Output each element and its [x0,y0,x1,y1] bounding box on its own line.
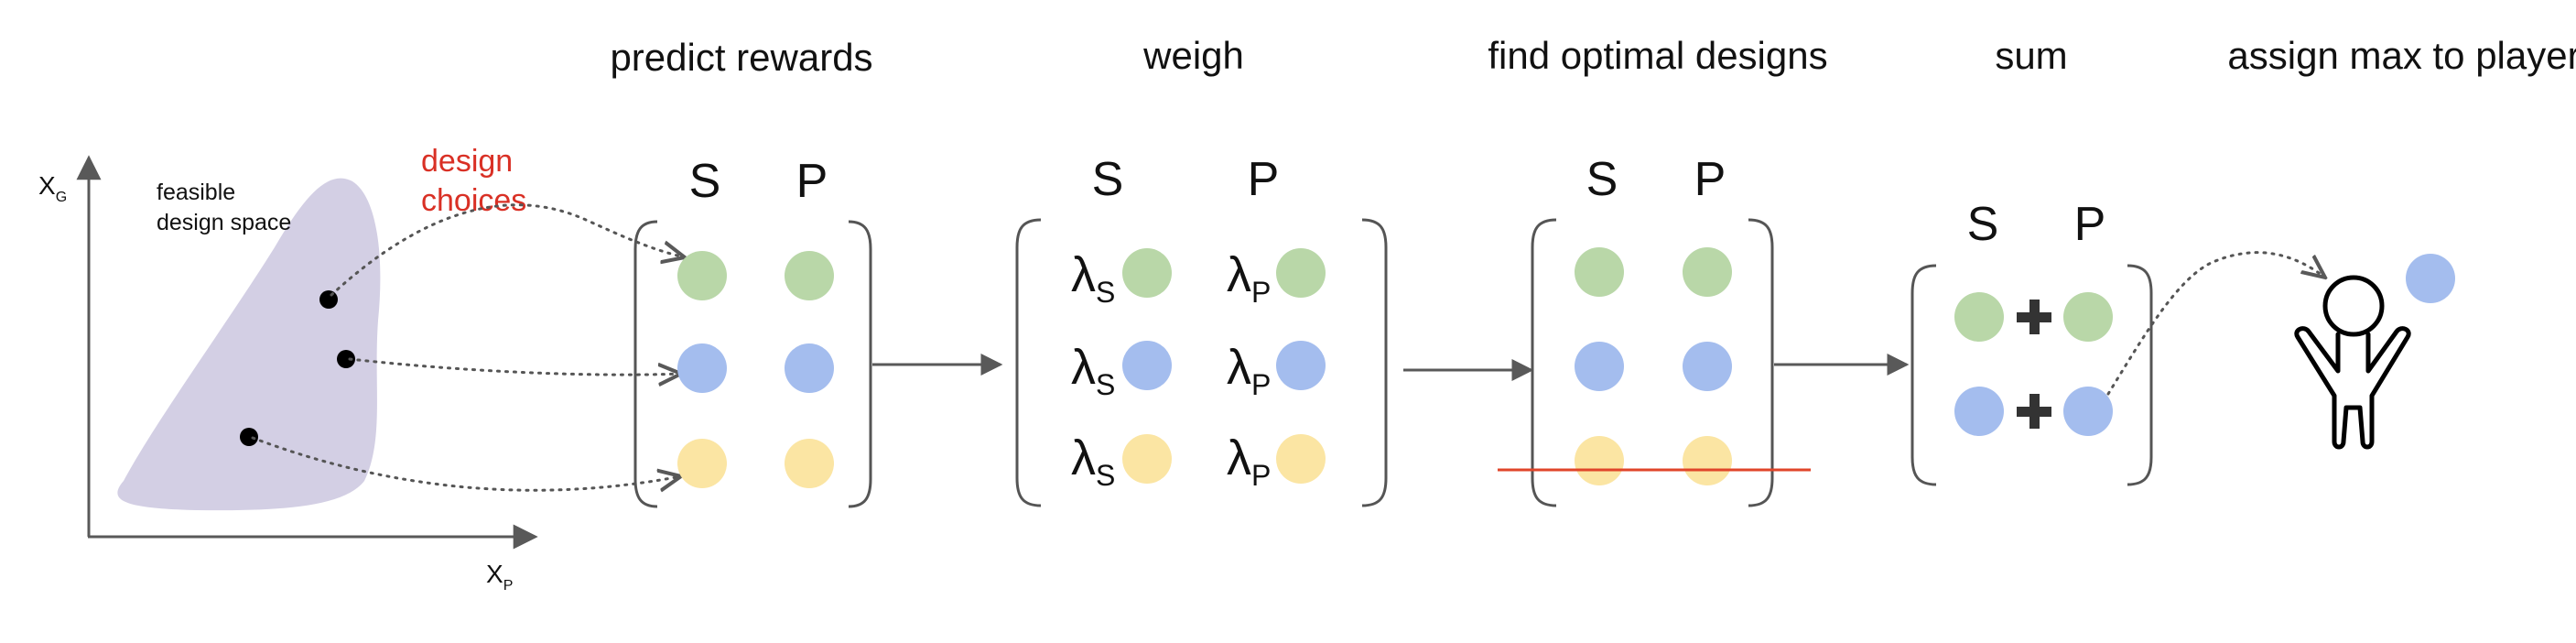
matrix1-p-blue [785,343,834,393]
matrix3-p-yellow [1683,436,1732,485]
matrix4-col-p: P [2074,198,2106,251]
design-space-plot: XG XP feasible design space design choic… [38,144,538,594]
matrix2-p-blue [1276,341,1326,390]
matrix3-s-yellow [1575,436,1624,485]
matrix4-p-blue [2063,387,2113,436]
matrix2-p-green [1276,248,1326,298]
lambda-s-row3: λS [1071,430,1115,492]
design-choices-label-line1: design [421,144,513,179]
matrix1-left-bracket [633,220,658,508]
matrix2-col-p: P [1248,153,1280,206]
matrix3-p-blue [1683,342,1732,391]
matrix3-col-p: P [1694,153,1726,206]
feasible-region-label-line2: design space [157,210,291,235]
matrix2-col-s: S [1092,153,1124,206]
matrix3-right-bracket [1748,218,1774,507]
step-title-weigh: weigh [1142,34,1244,77]
mapping-arrow-blue [348,357,681,375]
matrix4-s-blue [1954,387,2004,436]
matrix4-left-bracket [1910,264,1937,486]
lambda-s-row2: λS [1071,340,1115,401]
y-axis-label: XG [38,171,67,205]
matrix4-s-green [1954,292,2004,342]
matrix1-right-bracket [848,220,872,508]
feasible-region-label-line1: feasible [157,180,235,205]
matrix2-s-blue [1122,341,1172,390]
lambda-p-row1: λP [1227,247,1271,309]
step-title-predict-rewards: predict rewards [610,36,872,79]
step-title-assign-max: assign max to player [2227,34,2576,77]
design-point-1 [319,290,338,309]
matrix2-s-green [1122,248,1172,298]
matrix-sum: S P [1910,198,2153,486]
lambda-p-row2: λP [1227,340,1271,401]
plus-icon [2017,300,2051,334]
matrix3-s-blue [1575,342,1624,391]
matrix1-col-p: P [796,155,828,208]
design-point-2 [337,350,355,368]
matrix1-p-green [785,251,834,300]
matrix2-left-bracket [1015,218,1042,507]
plus-icon [2017,394,2051,429]
matrix-predict-rewards: S P [633,155,872,508]
x-axis-label: XP [486,560,513,594]
matrix4-right-bracket [2127,264,2153,486]
matrix3-p-green [1683,247,1732,297]
matrix2-s-yellow [1122,434,1172,484]
matrix-weigh: S P λS λS λS λP λP λP [1015,153,1388,507]
mapping-arrow-to-player [2106,251,2325,396]
feasible-design-space-region [117,178,381,511]
matrix1-s-yellow [677,439,727,488]
lambda-p-row3: λP [1227,430,1271,492]
matrix3-left-bracket [1531,218,1557,507]
matrix2-right-bracket [1361,218,1388,507]
design-choices-label-line2: choices [421,183,526,218]
matrix1-col-s: S [689,155,721,208]
design-point-3 [240,428,258,446]
matrix1-p-yellow [785,439,834,488]
lambda-s-row1: λS [1071,247,1115,309]
step-title-find-optimal-designs: find optimal designs [1488,34,1827,77]
matrix1-s-blue [677,343,727,393]
mapping-arrow-green [330,203,685,297]
matrix4-p-green [2063,292,2113,342]
mapping-arrow-yellow [251,436,681,490]
matrix2-p-yellow [1276,434,1326,484]
matrix3-s-green [1575,247,1624,297]
blue-dot-icon [2406,254,2455,303]
matrix-find-optimal: S P [1498,153,1811,507]
matrix1-s-green [677,251,727,300]
matrix4-col-s: S [1967,198,1999,251]
matrix3-col-s: S [1586,153,1618,206]
step-title-sum: sum [1995,34,2067,77]
person-icon [2294,275,2411,450]
